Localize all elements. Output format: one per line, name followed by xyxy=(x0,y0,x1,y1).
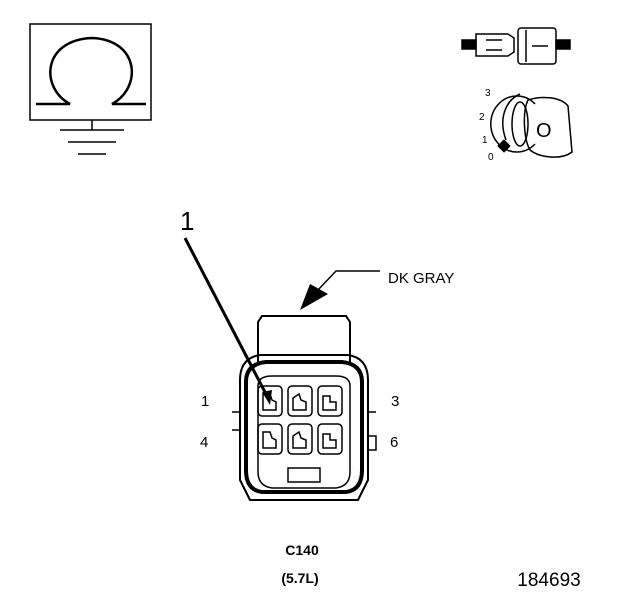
pin-label-6: 6 xyxy=(390,434,398,451)
terminal-cavities xyxy=(257,385,343,455)
ignition-position-1: 1 xyxy=(482,135,488,146)
ignition-position-2: 2 xyxy=(479,112,485,123)
connector-body xyxy=(232,315,377,501)
cavity-6 xyxy=(317,423,343,455)
callout-leader-line xyxy=(183,237,270,399)
cavity-2 xyxy=(287,385,313,417)
cavity-4 xyxy=(257,423,283,455)
cavity-1 xyxy=(257,385,283,417)
pin-label-4: 4 xyxy=(200,434,208,451)
connector-engine: (5.7L) xyxy=(281,570,318,586)
color-arrowhead xyxy=(300,284,328,310)
ignition-position-3: 3 xyxy=(485,88,491,99)
callout-number: 1 xyxy=(180,206,194,236)
disconnected-connector-icon xyxy=(461,27,571,65)
ignition-key-letter: O xyxy=(536,120,552,142)
connector-color-label: DK GRAY xyxy=(388,270,454,287)
ignition-off-icon xyxy=(490,93,573,158)
cavity-3 xyxy=(317,385,343,417)
figure-number: 184693 xyxy=(517,570,580,591)
cavity-5 xyxy=(287,423,313,455)
ignition-position-0: 0 xyxy=(488,152,494,163)
ground-icon xyxy=(60,129,124,155)
connector-name: C140 xyxy=(285,542,319,558)
pin-label-3: 3 xyxy=(391,393,399,410)
ohmmeter-icon xyxy=(29,23,152,130)
color-leader-line xyxy=(317,270,380,291)
pin-label-1: 1 xyxy=(201,393,209,410)
